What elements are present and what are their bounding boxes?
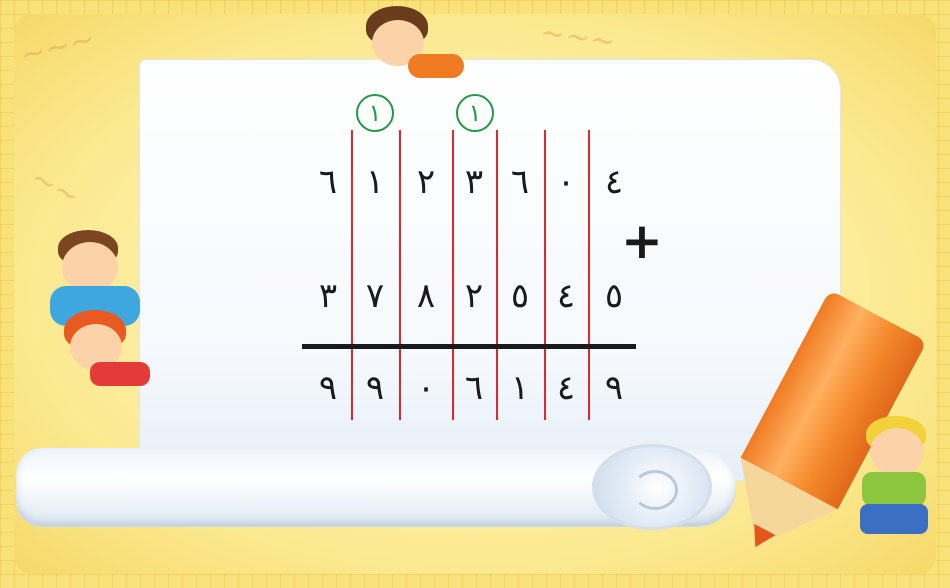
sum-line xyxy=(302,344,636,349)
carry-digit: ١ xyxy=(456,94,494,132)
column-divider xyxy=(544,130,546,420)
sum-digit: ٩ xyxy=(604,368,624,408)
second-addend-digit: ٥ xyxy=(604,276,624,316)
second-addend-digit: ٢ xyxy=(464,276,484,316)
column-divider xyxy=(399,130,401,420)
sum-digit: ٦ xyxy=(464,368,484,408)
column-divider xyxy=(588,130,590,420)
column-divider xyxy=(351,130,353,420)
sum-digit: ٩ xyxy=(365,368,385,408)
sum-digit: ٩ xyxy=(318,368,338,408)
first-addend-digit: ٢ xyxy=(416,162,436,202)
kid-top-illustration xyxy=(360,6,470,86)
paper-scroll-curl xyxy=(592,444,712,530)
kids-left-illustration xyxy=(30,230,150,390)
first-addend-digit: ١ xyxy=(365,162,385,202)
paper-sheet xyxy=(140,60,840,480)
second-addend-digit: ٥ xyxy=(510,276,530,316)
column-divider xyxy=(452,130,454,420)
kid-bottom-right-illustration xyxy=(840,416,940,536)
first-addend-digit: ٦ xyxy=(318,162,338,202)
sum-digit: ٠ xyxy=(416,368,436,408)
second-addend-digit: ٣ xyxy=(318,276,338,316)
plus-sign: + xyxy=(621,212,663,270)
carry-digit: ١ xyxy=(356,94,394,132)
second-addend-digit: ٤ xyxy=(556,276,576,316)
sum-digit: ١ xyxy=(510,368,530,408)
second-addend-digit: ٨ xyxy=(416,276,436,316)
first-addend-digit: ٣ xyxy=(464,162,484,202)
first-addend-digit: ٠ xyxy=(556,162,576,202)
sum-digit: ٤ xyxy=(556,368,576,408)
first-addend-digit: ٤ xyxy=(604,162,624,202)
column-divider xyxy=(496,130,498,420)
second-addend-digit: ٧ xyxy=(365,276,385,316)
first-addend-digit: ٦ xyxy=(510,162,530,202)
